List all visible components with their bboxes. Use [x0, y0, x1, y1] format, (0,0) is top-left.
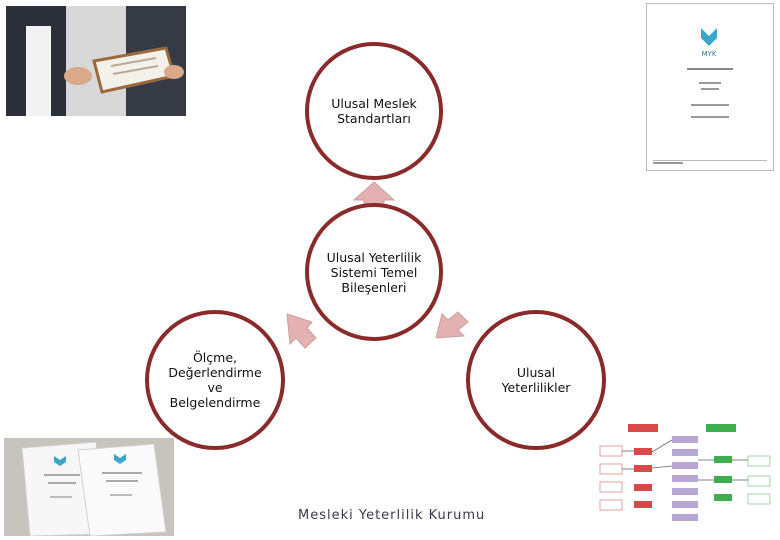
- standard-document-thumbnail: MYK: [646, 3, 774, 171]
- circle-core-components: Ulusal Yeterlilik Sistemi Temel Bileşenl…: [305, 203, 443, 341]
- arrow-left: [287, 314, 316, 348]
- circle-national-occupational-standards: Ulusal Meslek Standartları: [305, 42, 443, 180]
- handshake-certificate-photo: [6, 6, 186, 116]
- circle-label: Ulusal Yeterlilik Sistemi Temel Bileşenl…: [313, 250, 436, 295]
- circle-label: Ulusal Meslek Standartları: [317, 96, 431, 126]
- qualification-flowchart-thumbnail: [594, 418, 776, 528]
- circle-assessment-certification: Ölçme, Değerlendirme ve Belgelendirme: [145, 310, 285, 450]
- circle-national-qualifications: Ulusal Yeterlilikler: [466, 310, 606, 450]
- arrow-right: [436, 312, 468, 338]
- organization-footer: Mesleki Yeterlilik Kurumu: [298, 508, 485, 523]
- document-logo-text: MYK: [702, 50, 717, 58]
- circle-label: Ölçme, Değerlendirme ve Belgelendirme: [154, 350, 275, 410]
- circle-label: Ulusal Yeterlilikler: [488, 365, 585, 395]
- certificates-photo: [4, 438, 174, 536]
